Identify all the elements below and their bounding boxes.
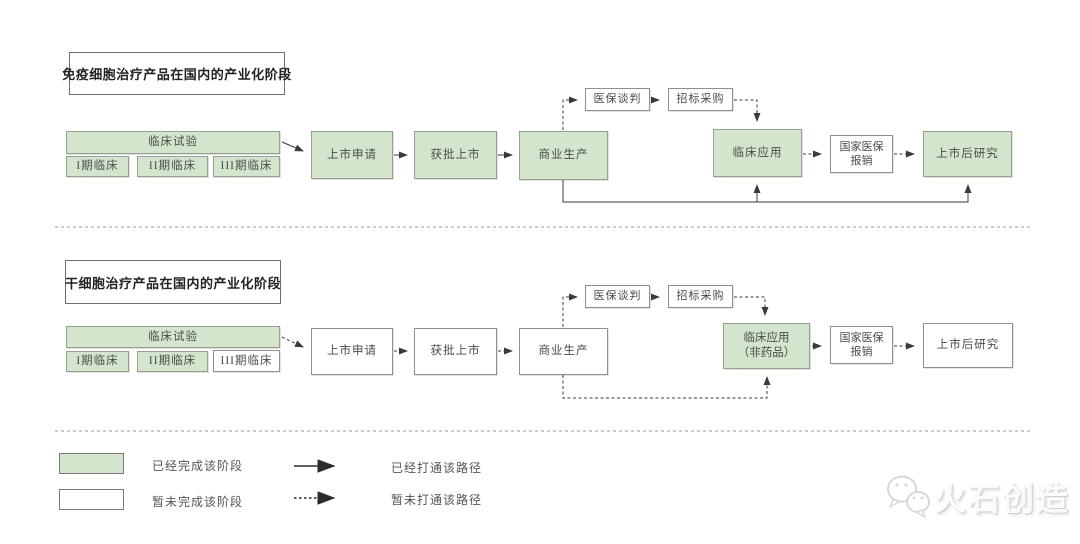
stage-box-negotiate: 医保谈判 (585, 88, 650, 111)
watermark: 火石创造 (884, 474, 1070, 520)
stage-box-apply: 上市申请 (311, 131, 393, 179)
stage-box-reimburse: 国家医保 报销 (830, 326, 893, 364)
line-produce-bottom-loop (562, 375, 771, 399)
stage-box-phase3: III期临床 (213, 350, 280, 372)
stage-label-line1: 国家医保 (839, 331, 884, 344)
stage-box-post-market: 上市后研究 (923, 131, 1012, 177)
legend-pending-label: 暂未完成该阶段 (152, 495, 244, 509)
stage-box-apply: 上市申请 (311, 328, 393, 375)
brand-name: 火石创造 (934, 481, 1071, 517)
arrow-produce-to-negotiate (562, 293, 578, 327)
stage-label-line1: 国家医保 (839, 140, 884, 153)
legend-arrows (294, 459, 336, 505)
legend-completed-label: 已经完成该阶段 (152, 459, 244, 473)
arrow-produce-to-negotiate (562, 96, 578, 130)
stage-box-clinical-use-non-drug: 临床应用 （非药品） (723, 323, 810, 369)
stage-box-phase1: I期临床 (66, 156, 129, 177)
stage-box-produce: 商业生产 (519, 131, 608, 180)
stage-box-produce: 商业生产 (519, 328, 608, 375)
line-produce-bottom-loop (562, 180, 972, 203)
stage-label-line1: 临床应用 (743, 332, 790, 345)
stage-box-tender: 招标采购 (668, 285, 733, 308)
arrow-tender-to-clinical-use (734, 99, 761, 122)
stage-box-clinical-use: 临床应用 (713, 129, 802, 177)
chart-title: 免疫细胞治疗产品在国内的产业化阶段 (62, 52, 291, 95)
legend-unopened-path-label: 暂未打通该路径 (391, 493, 483, 507)
legend-completed-swatch (59, 453, 124, 474)
stage-box-clinical-trial: 临床试验 (66, 326, 280, 348)
arrow-tender-to-clinical-use (734, 296, 769, 316)
stage-box-clinical-trial: 临床试验 (66, 131, 280, 154)
stage-box-tender: 招标采购 (668, 88, 733, 111)
stage-label-line2: 报销 (850, 346, 873, 358)
stage-box-phase1: I期临床 (66, 351, 129, 372)
stage-box-phase2: II期临床 (137, 351, 208, 372)
arrow-trial-to-apply (281, 141, 304, 152)
stage-box-negotiate: 医保谈判 (585, 285, 650, 308)
stage-box-phase3: III期临床 (213, 156, 280, 177)
legend-pending-swatch (59, 489, 124, 510)
stage-label-line2: （非药品） (737, 347, 796, 359)
stage-box-approve: 获批上市 (414, 328, 497, 375)
stage-box-phase2: II期临床 (137, 156, 208, 177)
stage-label-line2: 报销 (850, 155, 873, 167)
stage-box-approve: 获批上市 (414, 131, 497, 179)
chart-title: 干细胞治疗产品在国内的产业化阶段 (65, 260, 281, 304)
wechat-icon (887, 475, 930, 519)
legend-opened-path-label: 已经打通该路径 (391, 461, 483, 475)
stage-box-post-market: 上市后研究 (923, 323, 1013, 368)
stage-box-reimburse: 国家医保 报销 (830, 135, 893, 173)
arrow-trial-to-apply (281, 336, 304, 348)
